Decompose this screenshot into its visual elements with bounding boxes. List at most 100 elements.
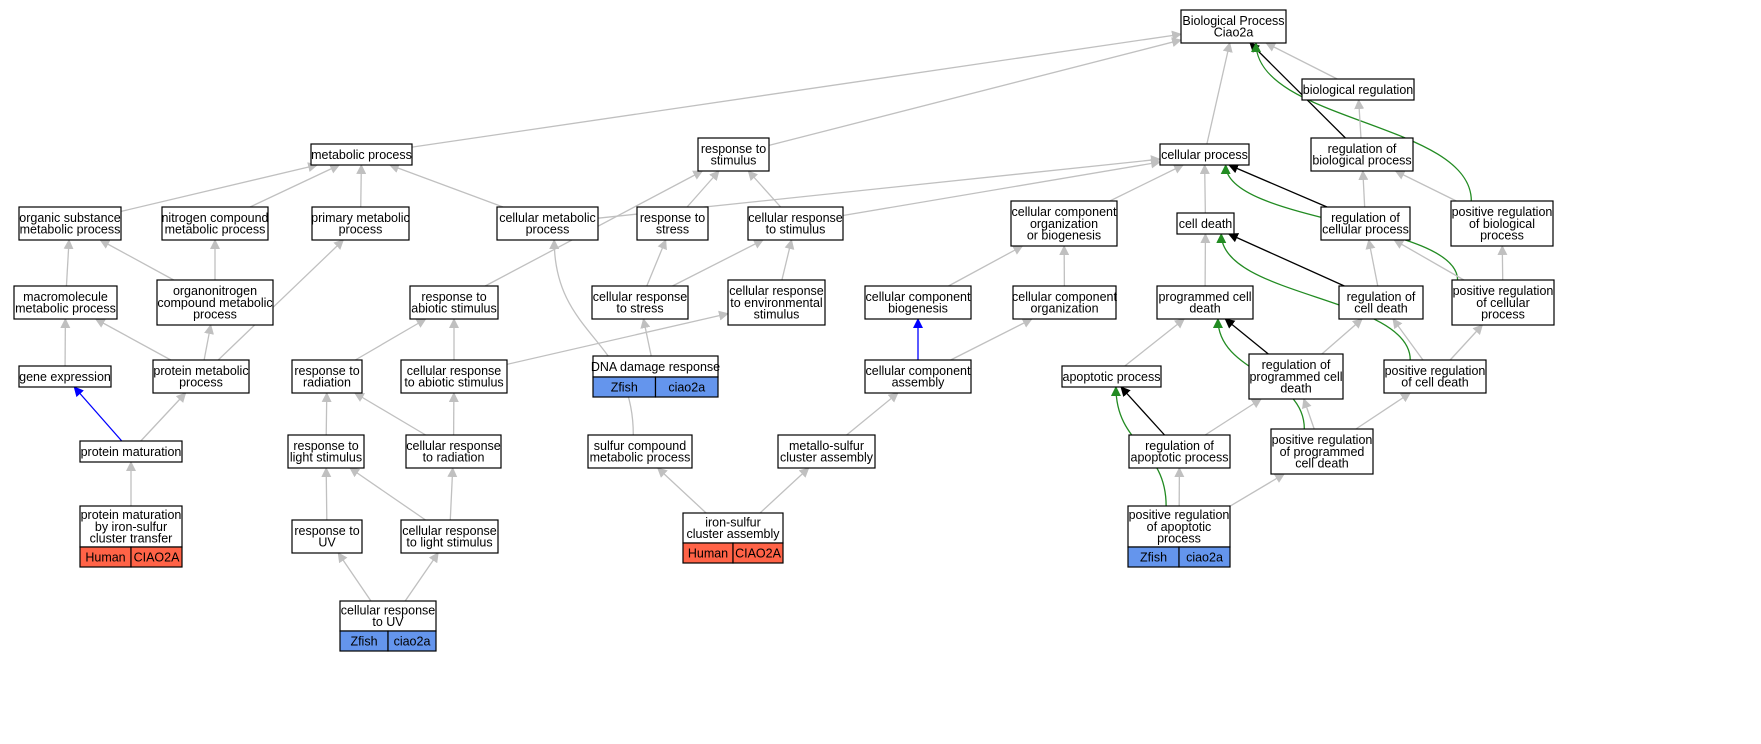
edge-apop-to-pcd [1124,318,1185,367]
node-label-line: to abiotic stimulus [404,376,503,390]
node-label-line: biogenesis [888,302,948,316]
gene-badge [654,376,719,398]
node-label-line: process [179,376,223,390]
node-label-line: or biogenesis [1027,228,1101,242]
edge-cellrespstress-to-respstress [646,239,667,287]
node-label-line: positive regulation [1385,364,1486,378]
node-label-line: to radiation [423,451,485,465]
node-box [1176,212,1235,235]
node-label-line: cellular component [1012,290,1117,304]
go-term-cellproc: cellular process [1159,143,1250,166]
edge-regapop-to-regpcd [1204,398,1262,436]
gene-badge [1178,546,1231,568]
node-label-line: of cellular [1476,296,1530,310]
node-label-line: stimulus [711,154,757,168]
species-label: Zfish [611,380,638,394]
node-box [777,434,876,469]
edge-posregcell-to-regcell [1393,239,1465,281]
node-label-line: cluster transfer [90,531,173,545]
node-label-line: organonitrogen [173,284,257,298]
gene-label: CIAO2A [134,550,181,564]
gene-badge [130,546,183,568]
node-label-line: cell death [1179,217,1233,231]
edge-cellresprad-to-resprad [353,392,427,436]
edge-cellrespstim-to-respstim [747,170,782,208]
node-label-line: cellular metabolic [499,211,596,225]
edge-posregcd-to-celldeath [1216,233,1411,361]
node-box [1127,505,1231,548]
node-label-line: gene expression [19,370,111,384]
node-label-line: cellular response [729,284,824,298]
gene-label: ciao2a [394,634,431,648]
node-label-line: response to [293,439,358,453]
node-label-line: Biological Process [1182,14,1284,28]
node-box [161,206,269,241]
go-term-bioreg: biological regulation [1301,78,1415,101]
edge-ccob-to-cellproc [1109,164,1185,202]
node-box [587,434,693,469]
node-label-line: nitrogen compound [161,211,268,225]
node-box [1248,353,1344,400]
node-label-line: process [193,307,237,321]
species-label: Human [85,550,125,564]
node-box [1156,285,1254,320]
node-label-line: of biological [1469,217,1535,231]
node-box [291,359,363,394]
edge-primmet-to-metab [356,164,367,208]
node-label-line: regulation of [1331,211,1400,225]
edge-regbio-to-bioreg [1354,99,1365,139]
edge-regpcd-to-pcd [1224,318,1269,355]
node-label-line: cellular response [402,524,497,538]
node-label-line: biological process [1312,154,1411,168]
edge-respstim-to-bp [768,37,1182,147]
node-box [18,365,112,388]
node-label-line: light stimulus [290,451,362,465]
node-label-line: Ciao2a [1214,26,1254,40]
edge-protmat-to-geneexp [73,386,123,442]
node-label-line: cellular response [341,604,436,618]
node-label-line: cell death [1354,302,1408,316]
node-label-line: process [1480,228,1524,242]
edge-bioreg-to-bp [1265,42,1338,80]
node-label-line: cellular response [748,211,843,225]
edge-respuv-to-resplight [321,467,332,521]
node-label-line: regulation of [1262,358,1331,372]
node-label-line: organization [1030,217,1098,231]
edge-metallo-to-ccassem [846,392,899,436]
edge-protmet-to-primmet [217,239,345,361]
node-label-line: response to [640,211,705,225]
edge-metab-to-bp [411,30,1182,148]
node-box [79,440,183,463]
node-box [1310,137,1414,172]
node-label-line: to environmental [730,296,822,310]
gene-label: ciao2a [668,380,705,394]
edge-posregcd-to-posregcell [1449,324,1483,361]
edge-posregapop-to-posregpcd [1229,473,1286,507]
node-label-line: abiotic stimulus [411,302,496,316]
node-label-line: cellular process [1322,223,1409,237]
node-label-line: process [1481,307,1525,321]
node-label-line: regulation of [1347,290,1416,304]
node-label-line: process [1157,531,1201,545]
node-box [400,519,499,554]
node-label-line: UV [318,536,336,550]
node-label-line: process [339,223,383,237]
